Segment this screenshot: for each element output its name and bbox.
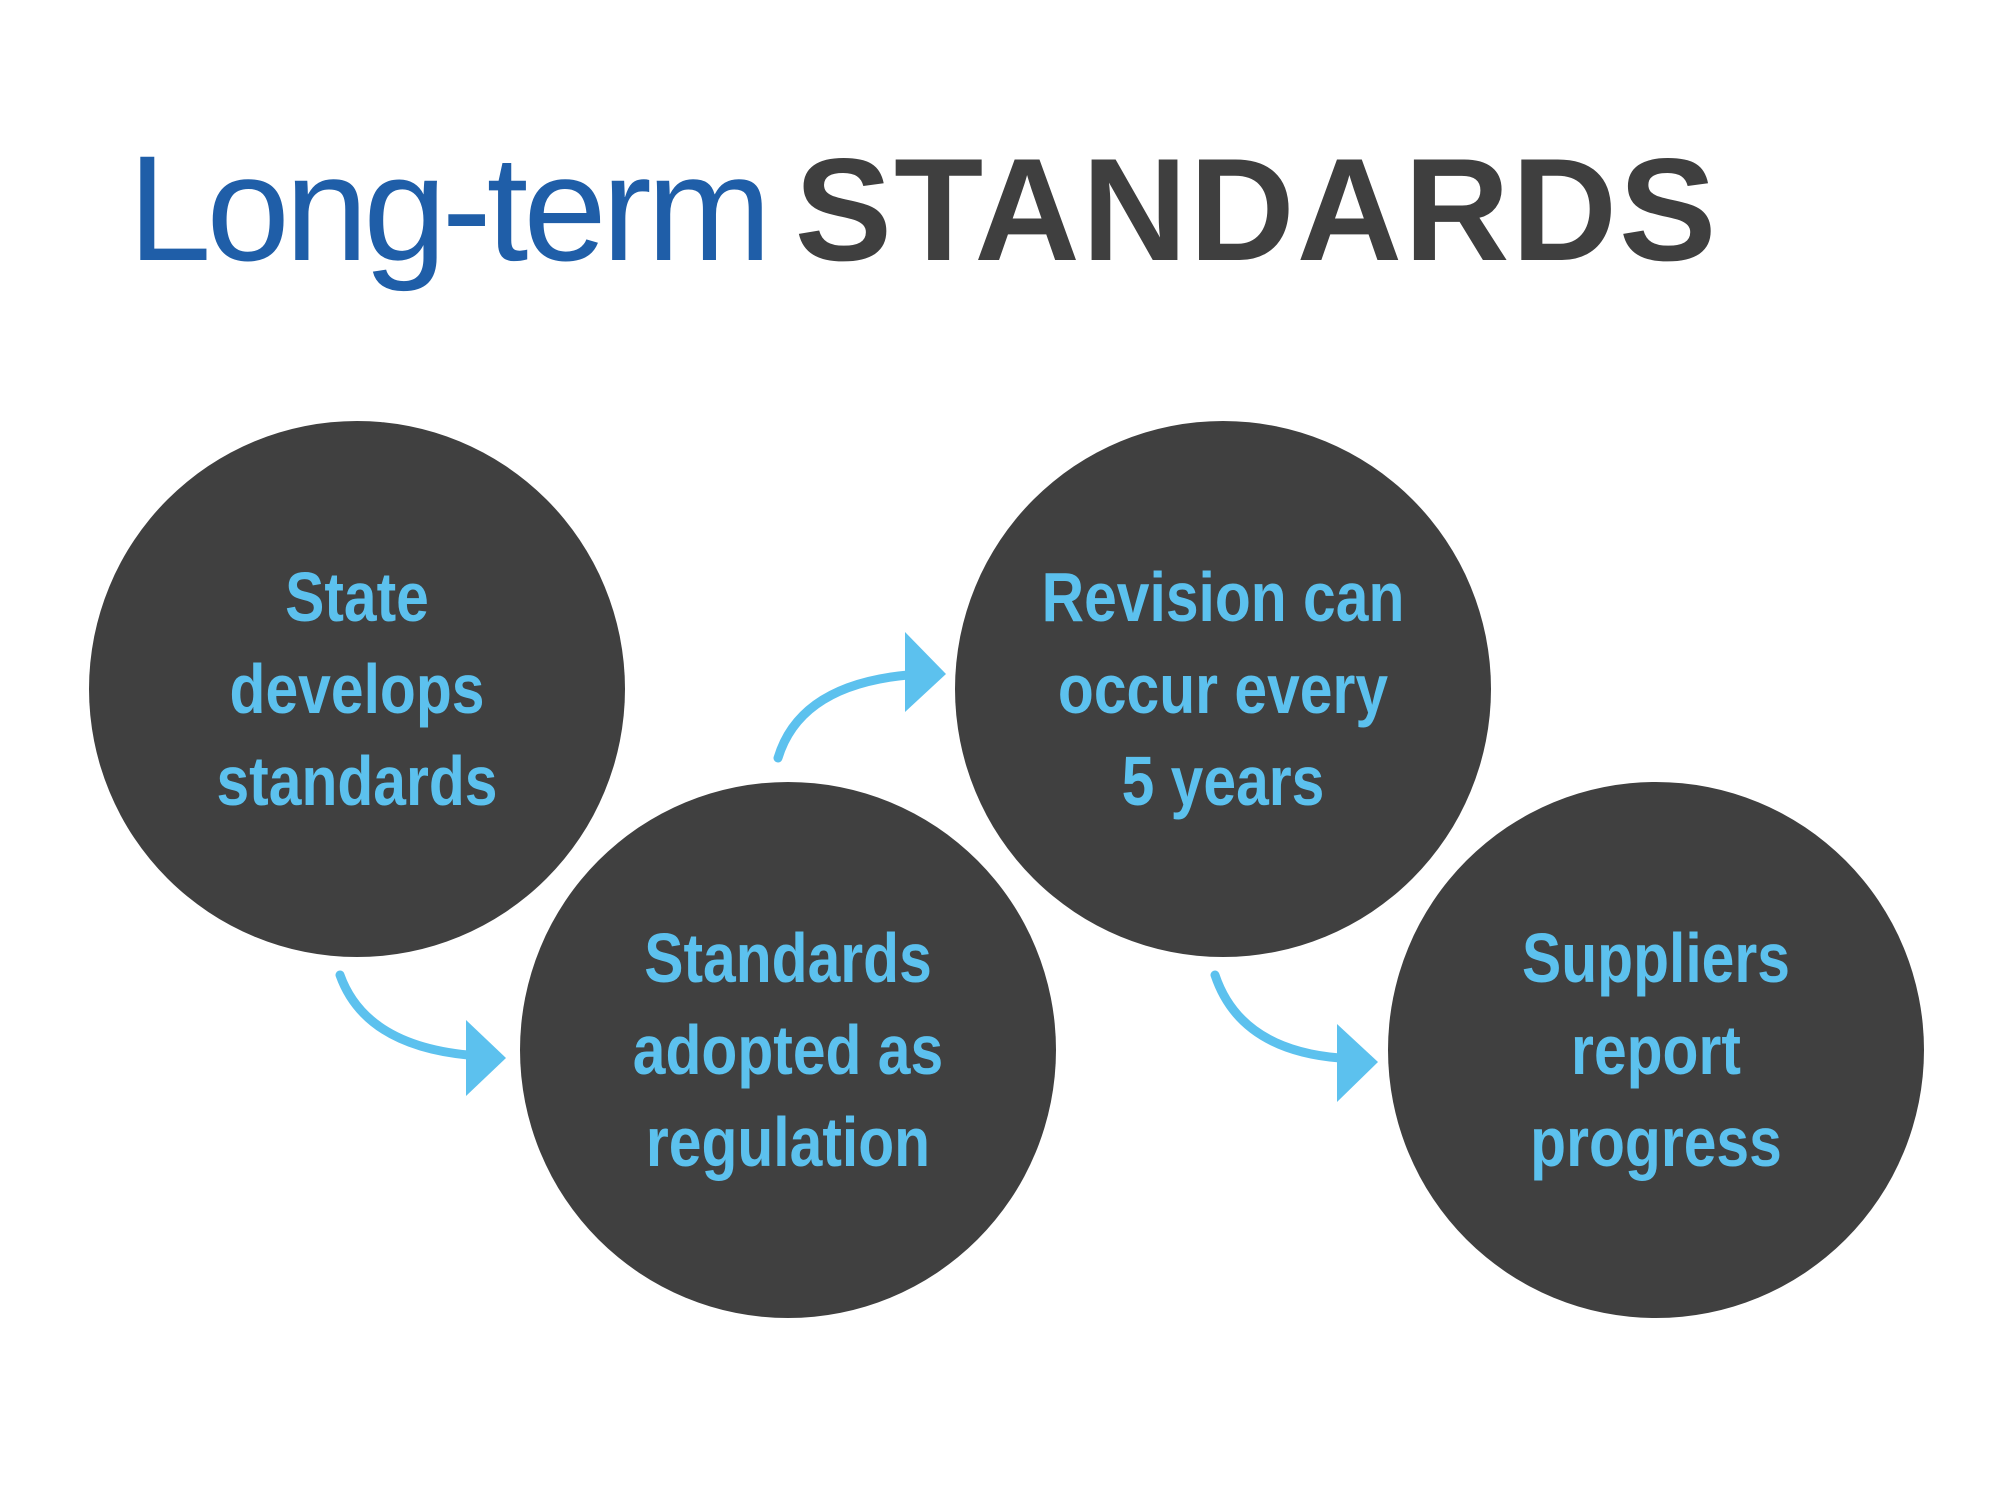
step-2-label: Standards adopted as regulation: [632, 919, 944, 1181]
step-2-circle: Standards adopted as regulation: [520, 782, 1056, 1318]
step-3-label: Revision can occur every 5 years: [1041, 558, 1405, 820]
title-standards: STANDARDS: [794, 128, 1719, 291]
step-3-circle: Revision can occur every 5 years: [955, 421, 1491, 957]
step-1-label: State develops standards: [216, 558, 498, 820]
step-1-circle: State develops standards: [89, 421, 625, 957]
arrow-step3-to-step4: [1210, 970, 1378, 1102]
step-4-label: Suppliers report progress: [1522, 919, 1790, 1181]
step-4-circle: Suppliers report progress: [1388, 782, 1924, 1318]
title-long-term: Long-term: [128, 124, 772, 292]
arrow-step1-to-step2: [335, 970, 506, 1096]
arrow-step2-to-step3: [773, 632, 946, 763]
